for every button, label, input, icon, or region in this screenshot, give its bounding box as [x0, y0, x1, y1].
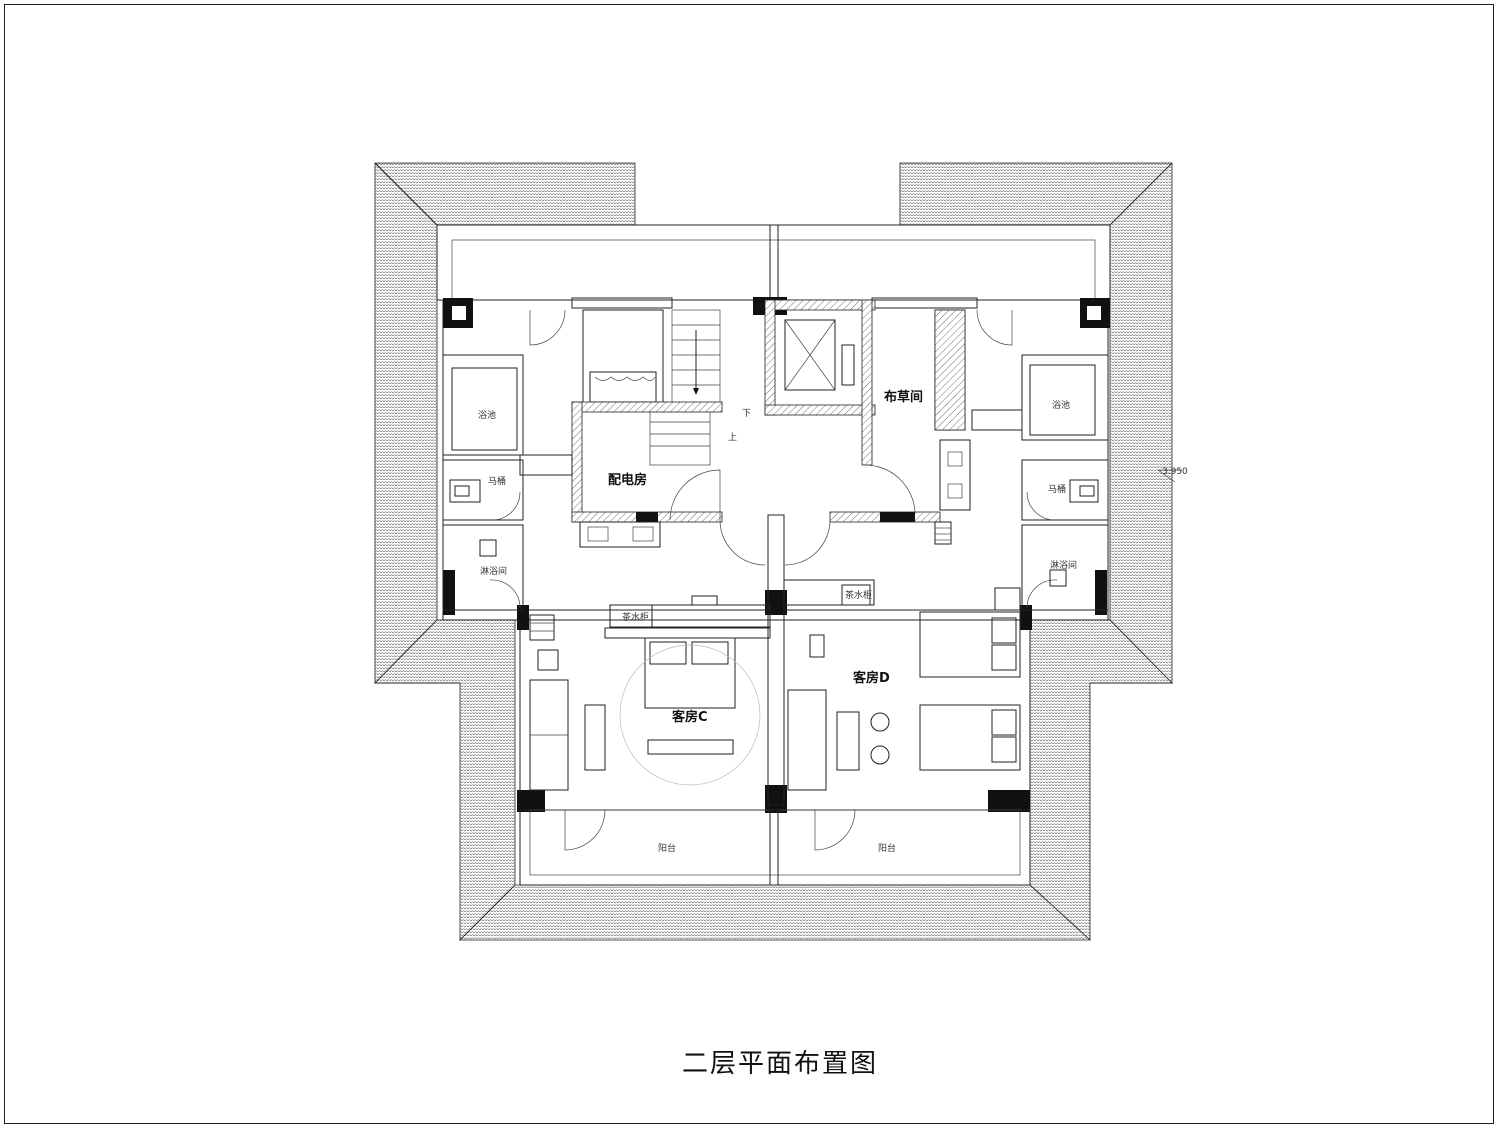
stair-down-label: 下 — [742, 409, 751, 419]
left-bath-wing — [442, 354, 573, 611]
guest-room-d-label: 客房D — [853, 670, 890, 686]
distribution-room-label: 配电房 — [608, 472, 647, 488]
toilet-left-label: 马桶 — [488, 475, 506, 487]
tub-left-label: 浴池 — [478, 409, 496, 421]
exterior-walls — [442, 297, 1110, 813]
room-c-furniture — [529, 595, 771, 791]
elevation-mark — [1157, 469, 1182, 483]
toilet-right-label: 马桶 — [1048, 483, 1066, 495]
balcony — [519, 809, 1031, 886]
stair-up-label: 上 — [728, 432, 737, 443]
tea-cabinet-d-label: 茶水柜 — [845, 589, 872, 601]
roof-tiles — [374, 162, 1173, 941]
room-d-furniture — [783, 579, 1021, 791]
shower-right-label: 淋浴间 — [1050, 559, 1077, 571]
balcony-left-label: 阳台 — [658, 842, 676, 854]
tea-cabinet-c-label: 茶水柜 — [622, 611, 649, 623]
central-core — [571, 297, 978, 806]
elevation-label: 3.950 — [1162, 467, 1188, 477]
linen-room-label: 布草间 — [884, 389, 923, 405]
stair-steps — [649, 309, 721, 466]
guest-room-c-label: 客房C — [672, 709, 708, 725]
drawing-frame — [4, 4, 1494, 1124]
tub-right-label: 浴池 — [1052, 399, 1070, 411]
terrace — [436, 224, 1111, 301]
balcony-right-label: 阳台 — [878, 842, 896, 854]
drawing-title: 二层平面布置图 — [682, 1049, 878, 1079]
shower-left-label: 淋浴间 — [480, 565, 507, 577]
right-bath-wing — [971, 354, 1109, 611]
